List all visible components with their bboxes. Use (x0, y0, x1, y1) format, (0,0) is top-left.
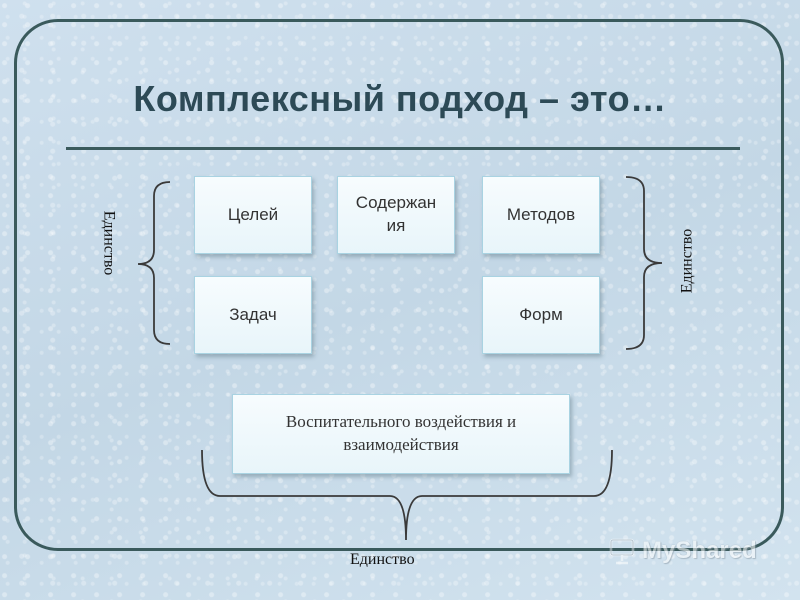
slide-title: Комплексный подход – это… (133, 78, 667, 119)
box-content: Содержан ия (337, 176, 455, 254)
box-interaction: Воспитательного воздействия и взаимодейс… (232, 394, 570, 474)
watermark: MyShared (608, 536, 757, 566)
box-methods: Методов (482, 176, 600, 254)
box-tasks: Задач (194, 276, 312, 354)
title-underline (66, 147, 740, 150)
presentation-icon (609, 538, 635, 565)
left-brace (137, 181, 171, 345)
left-unity-label: Единство (100, 210, 118, 276)
box-goals: Целей (194, 176, 312, 254)
bottom-unity-label: Единство (350, 551, 415, 568)
slide-frame (14, 19, 784, 551)
box-forms: Форм (482, 276, 600, 354)
right-brace (625, 176, 663, 350)
right-unity-label: Единство (678, 228, 696, 294)
watermark-text: MyShared (642, 537, 757, 564)
bottom-brace (201, 449, 613, 541)
